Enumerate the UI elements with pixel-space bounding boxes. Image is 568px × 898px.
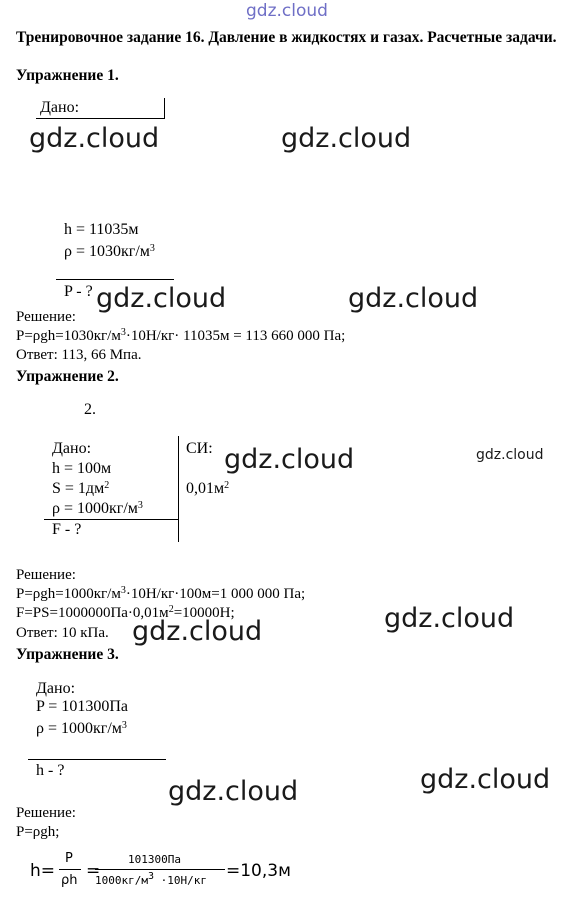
- ex1-given-underline: [36, 118, 164, 119]
- ex3-h-equals: h=: [30, 861, 56, 881]
- ex2-si-label: СИ:: [186, 440, 213, 457]
- ex3-given-p: P = 101300Па: [36, 698, 128, 715]
- watermark: gdz.cloud: [348, 283, 479, 314]
- ex2-line1: P=ρgh=1000кг/м3·10Н/кг·100м=1 000 000 Па…: [16, 586, 305, 603]
- ex3-frac1-bar: [59, 869, 81, 870]
- ex3-given-label: Дано:: [36, 680, 76, 697]
- superscript: 3: [121, 720, 127, 731]
- ex3-frac2-bar: [95, 869, 225, 870]
- superscript: 3: [149, 243, 155, 254]
- superscript: 2: [168, 604, 174, 615]
- ex2-given-label: Дано:: [52, 440, 92, 457]
- ex2-line2-b: =10000Н;: [173, 605, 235, 621]
- ex1-given-divider: [164, 98, 165, 119]
- superscript: 2: [224, 480, 230, 491]
- watermark: gdz.cloud: [132, 616, 263, 647]
- ex1-given-rho: ρ = 1030кг/м3: [64, 243, 155, 261]
- page-title: Тренировочное задание 16. Давление в жид…: [16, 29, 557, 46]
- ex2-si-s: 0,01м2: [186, 480, 229, 498]
- ex2-unknown: F - ?: [52, 521, 82, 538]
- ex1-given-h: h = 11035м: [64, 221, 139, 238]
- ex1-answer: Ответ: 113, 66 Мпа.: [16, 347, 142, 363]
- ex2-line2-a: F=PS=1000000Па·0,01м: [16, 605, 169, 621]
- ex3-formula: P=ρgh;: [16, 824, 60, 840]
- ex2-si-divider: [178, 436, 179, 542]
- ex2-unknown-line: [44, 519, 178, 520]
- ex3-frac2-denominator: 1000кг/м3 ·10Н/кг: [95, 871, 207, 888]
- superscript: 3: [137, 500, 143, 511]
- exercise-1-heading: Упражнение 1.: [16, 67, 119, 84]
- ex2-line1-a: P=ρgh=1000кг/м: [16, 586, 121, 602]
- ex3-unknown: h - ?: [36, 762, 65, 779]
- ex2-number: 2.: [84, 401, 96, 418]
- ex2-given-rho: ρ = 1000кг/м3: [52, 500, 143, 518]
- ex3-rho-text: ρ = 1000кг/м: [36, 720, 122, 737]
- watermark: gdz.cloud: [96, 283, 227, 314]
- watermark: gdz.cloud: [420, 764, 551, 795]
- ex2-answer: Ответ: 10 кПа.: [16, 625, 109, 641]
- ex2-rho-text: ρ = 1000кг/м: [52, 500, 138, 517]
- superscript: 3: [120, 327, 126, 338]
- superscript: 3: [120, 585, 126, 596]
- exercise-3-heading: Упражнение 3.: [16, 646, 119, 663]
- ex3-equals: =: [86, 861, 101, 881]
- superscript: 2: [104, 480, 110, 491]
- ex1-formula-a: P=ρgh=1030кг/м: [16, 328, 121, 344]
- ex3-frac1-denominator: ρh: [61, 873, 78, 888]
- watermark-top: gdz.cloud: [246, 1, 328, 21]
- ex3-unknown-line: [28, 759, 166, 760]
- ex1-unknown: P - ?: [64, 283, 93, 300]
- exercise-2-heading: Упражнение 2.: [16, 368, 119, 385]
- watermark-small: gdz.cloud: [476, 447, 544, 463]
- ex2-line1-b: ·10Н/кг·100м=1 000 000 Па;: [125, 586, 306, 602]
- ex3-frac2-numerator: 101300Па: [128, 853, 181, 866]
- watermark: gdz.cloud: [281, 123, 412, 154]
- ex3-result: =10,3м: [226, 861, 291, 881]
- ex2-si-s-text: 0,01м: [186, 480, 225, 497]
- ex3-solution-label: Решение:: [16, 805, 76, 821]
- ex1-unknown-line: [56, 279, 174, 280]
- ex3-given-rho: ρ = 1000кг/м3: [36, 720, 127, 738]
- ex2-s-text: S = 1дм: [52, 480, 105, 497]
- ex3-frac2-den-a: 1000кг/м: [95, 874, 148, 887]
- ex1-formula-b: ·10Н/кг· 11035м = 113 660 000 Па;: [125, 328, 346, 344]
- ex3-frac1-numerator: P: [65, 851, 73, 866]
- ex2-given-h: h = 100м: [52, 460, 112, 477]
- ex1-rho-text: ρ = 1030кг/м: [64, 243, 150, 260]
- ex2-given-s: S = 1дм2: [52, 480, 109, 498]
- superscript: 3: [147, 871, 155, 882]
- ex2-solution-label: Решение:: [16, 567, 76, 583]
- watermark: gdz.cloud: [224, 444, 355, 475]
- ex2-line2: F=PS=1000000Па·0,01м2=10000Н;: [16, 605, 235, 622]
- watermark: gdz.cloud: [168, 776, 299, 807]
- ex1-given-label: Дано:: [40, 99, 80, 116]
- ex1-solution-label: Решение:: [16, 309, 76, 325]
- ex3-frac2-den-b: ·10Н/кг: [154, 874, 207, 887]
- watermark: gdz.cloud: [384, 603, 515, 634]
- watermark: gdz.cloud: [29, 123, 160, 154]
- ex1-formula: P=ρgh=1030кг/м3·10Н/кг· 11035м = 113 660…: [16, 328, 345, 345]
